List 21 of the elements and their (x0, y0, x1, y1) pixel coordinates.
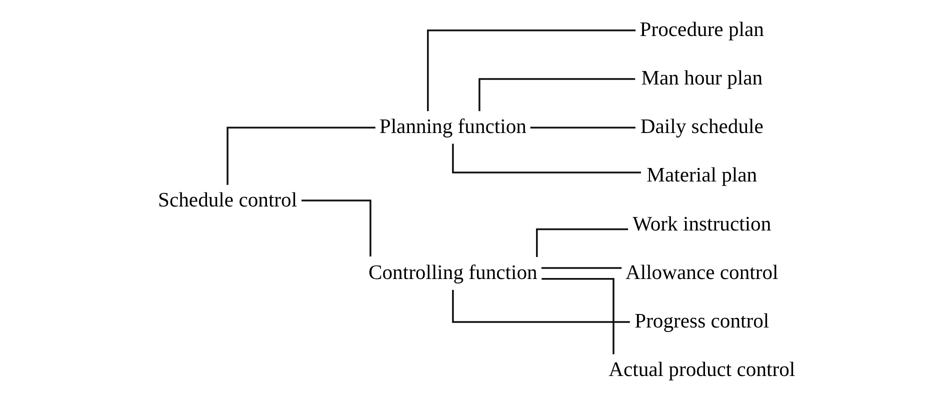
connector (478, 78, 635, 112)
node-text: Progress control (634, 310, 769, 332)
connector (540, 267, 622, 269)
node-text: Planning function (378, 116, 526, 138)
connector (426, 29, 636, 112)
node-text: Actual product control (608, 359, 795, 382)
connector (226, 126, 375, 185)
connector (452, 290, 630, 323)
connector (452, 144, 640, 174)
node-text: Procedure plan (639, 18, 764, 41)
node-text: Material plan (646, 164, 757, 187)
node-text: Schedule control (158, 190, 297, 212)
connector (301, 200, 371, 256)
node-text: Man hour plan (640, 67, 762, 90)
connector (536, 228, 628, 257)
node-text: Controlling function (368, 262, 537, 284)
connector (530, 126, 635, 128)
connector (541, 278, 614, 354)
node-text: Work instruction (632, 213, 771, 236)
node-text: Daily schedule (640, 116, 763, 138)
node-text: Allowance control (624, 262, 778, 284)
